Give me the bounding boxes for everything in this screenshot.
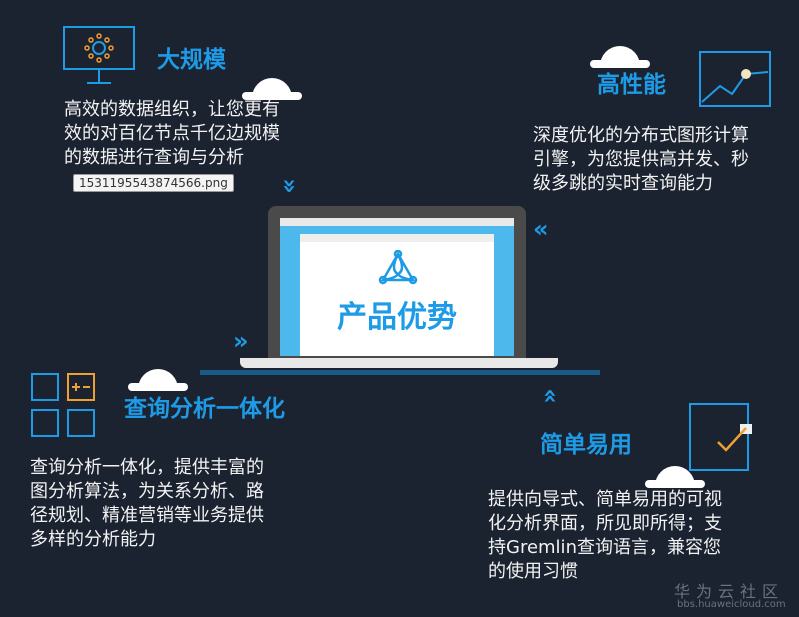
- cloud-icon: [645, 466, 705, 488]
- feature-text: 提供向导式、简单易用的可视: [488, 489, 722, 510]
- graph-logo-icon: [378, 250, 418, 285]
- feature-text: 径规划、精准营销等业务提供: [30, 505, 264, 526]
- laptop: 产品优势: [268, 206, 526, 358]
- cloud-icon: [242, 78, 302, 100]
- filename-tooltip: 1531195543874566.png: [73, 174, 234, 192]
- cloud-icon: [128, 369, 188, 391]
- feature-text: 多样的分析能力: [30, 529, 156, 550]
- feature-text: 查询分析一体化，提供丰富的: [30, 457, 264, 478]
- feature-text: 引擎，为您提供高并发、秒: [533, 149, 749, 170]
- feature-title: 高性能: [597, 72, 666, 98]
- feature-text: 持Gremlin查询语言，兼容您: [488, 537, 721, 558]
- grid-icon: [31, 373, 95, 437]
- watermark-url: bbs.huaweicloud.com: [677, 599, 786, 610]
- feature-text: 深度优化的分布式图形计算: [533, 125, 749, 146]
- chevron-down-icon: »: [275, 178, 304, 194]
- checkbox-icon: [689, 403, 752, 471]
- cloud-icon: [590, 46, 650, 68]
- chevron-right-icon: »: [233, 327, 249, 355]
- chevron-left-icon: «: [533, 215, 549, 243]
- feature-text: 的使用习惯: [488, 561, 578, 582]
- line-chart-icon: [699, 51, 771, 107]
- feature-title: 查询分析一体化: [124, 396, 285, 422]
- feature-text: 效的对百亿节点千亿边规模: [64, 123, 280, 144]
- feature-text: 图分析算法，为关系分析、路: [30, 481, 264, 502]
- feature-text: 级多跳的实时查询能力: [533, 173, 713, 194]
- feature-title: 大规模: [157, 47, 226, 73]
- monitor-icon: [63, 26, 135, 84]
- feature-text: 高效的数据组织，让您更有: [64, 99, 280, 120]
- feature-title: 简单易用: [540, 432, 632, 458]
- chevron-up-icon: »: [534, 388, 563, 404]
- center-title: 产品优势: [337, 300, 457, 335]
- laptop-base: [240, 358, 558, 368]
- shelf-line: [200, 370, 600, 375]
- feature-text: 的数据进行查询与分析: [64, 147, 244, 168]
- watermark-name: 华为云社区: [674, 582, 785, 601]
- feature-text: 化分析界面，所见即所得；支: [488, 513, 722, 534]
